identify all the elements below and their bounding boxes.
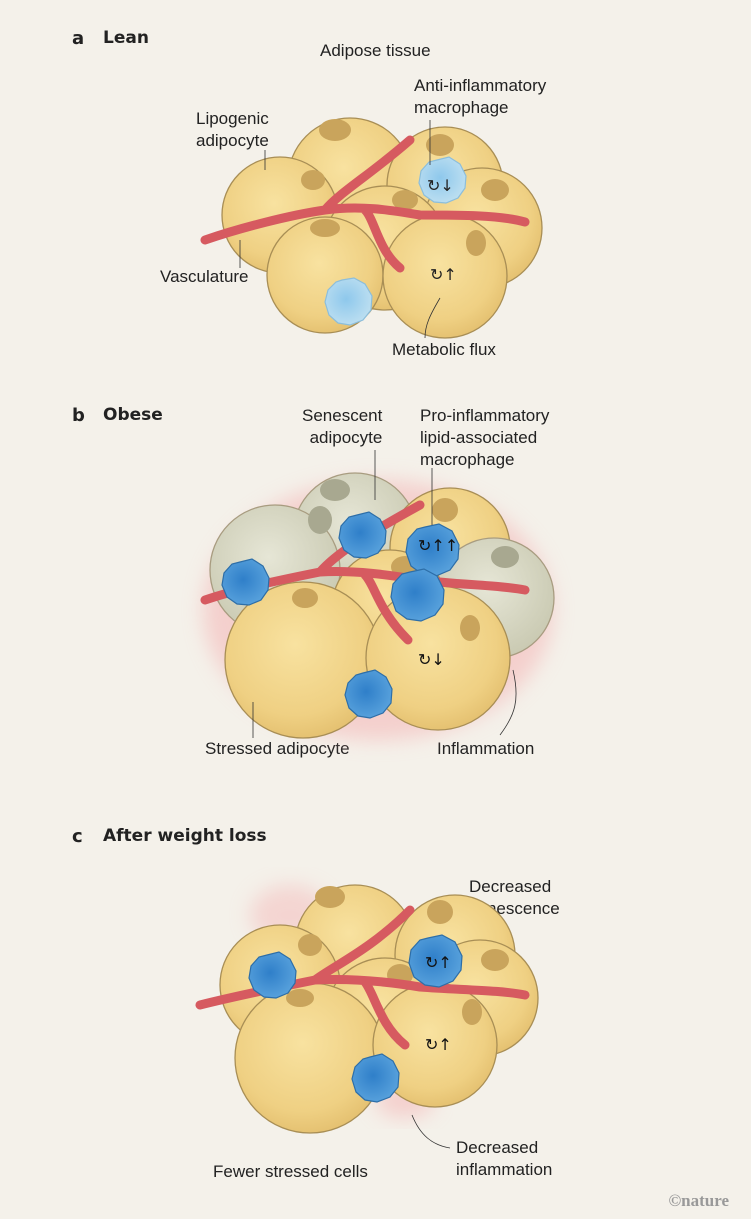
label-fewer-stressed-cells: Fewer stressed cells bbox=[213, 1162, 368, 1181]
macrophage-pro-inflammatory bbox=[221, 558, 270, 606]
label-vasculature: Vasculature bbox=[160, 267, 249, 286]
label-senescent-adipocyte: Senescent adipocyte bbox=[302, 405, 382, 449]
adipocyte bbox=[365, 585, 511, 731]
label-line: inflammation bbox=[456, 1160, 553, 1179]
leader-line bbox=[411, 1114, 451, 1149]
panel-b-diagram: ↻↑↑ ↻↓ bbox=[200, 450, 555, 740]
macrophage-anti-inflammatory bbox=[418, 156, 467, 204]
vasculature-vessel bbox=[200, 135, 530, 273]
panel-c-title: After weight loss bbox=[103, 826, 267, 846]
vasculature-vessel bbox=[195, 905, 530, 1050]
macrophage-flux-icon: ↻↑↑ bbox=[418, 536, 458, 555]
macrophage bbox=[351, 1053, 400, 1103]
adipocyte bbox=[372, 982, 498, 1108]
label-line: Decreased bbox=[469, 877, 552, 896]
metabolic-flux-icon: ↻↑ bbox=[425, 1035, 452, 1054]
label-decreased-inflammation: Decreased inflammation bbox=[456, 1137, 552, 1181]
label-line: Senescent bbox=[302, 406, 383, 425]
leader-line bbox=[252, 450, 517, 738]
label-line: macrophage bbox=[414, 98, 509, 117]
panel-a-letter: a bbox=[72, 28, 85, 49]
label-line: Lipogenic bbox=[196, 109, 269, 128]
label-line: Decreased bbox=[456, 1138, 539, 1157]
metabolic-flux-icon: ↻↓ bbox=[418, 650, 445, 669]
macrophage-pro-inflammatory bbox=[390, 568, 445, 622]
panel-c-letter: c bbox=[72, 826, 83, 847]
panel-a-title: Lean bbox=[103, 28, 149, 48]
label-line: macrophage bbox=[420, 450, 515, 469]
panel-b-letter: b bbox=[72, 405, 85, 426]
stressed-adipocyte bbox=[224, 581, 382, 739]
macrophage-pro-inflammatory bbox=[344, 669, 393, 719]
label-adipose-tissue: Adipose tissue bbox=[320, 41, 431, 60]
label-line: lipid-associated bbox=[420, 428, 538, 447]
label-pro-inflammatory-macrophage: Pro-inflammatory lipid-associated macrop… bbox=[420, 405, 549, 471]
label-inflammation: Inflammation bbox=[437, 739, 535, 758]
label-line: adipocyte bbox=[309, 428, 383, 447]
macrophage-flux-icon: ↻↑ bbox=[425, 953, 452, 972]
adipocyte bbox=[234, 982, 386, 1134]
label-metabolic-flux: Metabolic flux bbox=[392, 340, 496, 359]
label-line: Anti-inflammatory bbox=[414, 76, 547, 95]
nature-credit: ©nature bbox=[668, 1191, 729, 1210]
label-line: Pro-inflammatory bbox=[420, 406, 550, 425]
panel-a-diagram: ↻↓ ↻↑ bbox=[200, 117, 543, 339]
macrophage-anti-inflammatory bbox=[324, 277, 373, 326]
label-lipogenic-adipocyte: Lipogenic adipocyte bbox=[196, 108, 269, 152]
macrophage-pro-inflammatory bbox=[338, 511, 387, 559]
label-line: adipocyte bbox=[196, 131, 269, 150]
macrophage bbox=[248, 951, 297, 999]
panel-b-title: Obese bbox=[103, 405, 163, 425]
macrophage bbox=[408, 934, 463, 988]
metabolic-flux-icon: ↻↑ bbox=[430, 265, 457, 284]
leader-line bbox=[239, 120, 441, 339]
panel-c-diagram: ↻↑ ↻↑ bbox=[195, 884, 539, 1149]
label-anti-inflammatory-macrophage: Anti-inflammatory macrophage bbox=[414, 75, 546, 119]
label-stressed-adipocyte: Stressed adipocyte bbox=[205, 739, 350, 758]
macrophage-flux-icon: ↻↓ bbox=[427, 176, 454, 195]
